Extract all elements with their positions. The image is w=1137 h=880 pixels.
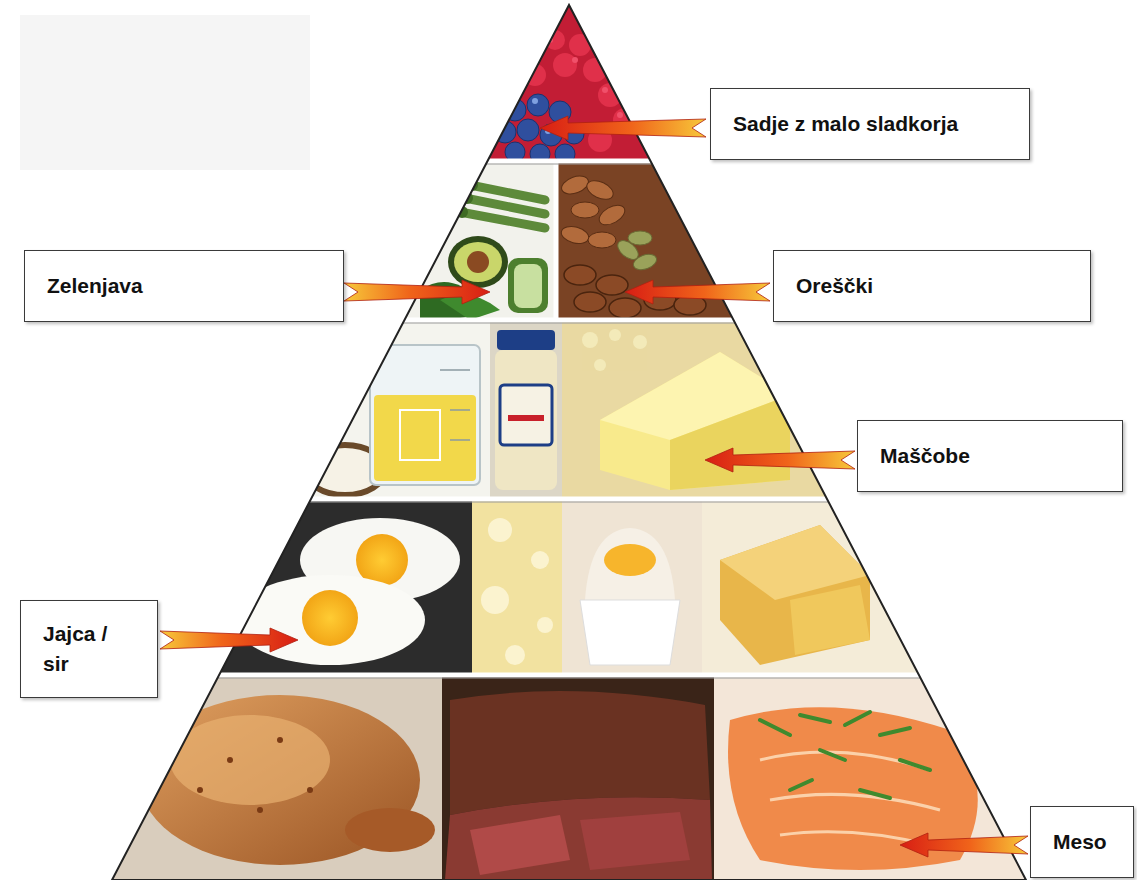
callout-arrow [625,280,770,304]
callout-arrow [540,116,706,140]
callout-label: Jajca / sir [43,619,129,680]
callout-box: Oreščki [773,250,1091,322]
blank-panel [20,15,310,170]
callout-text-group: Zelenjava [47,271,143,301]
callout-label: Maščobe [880,441,970,471]
callout-text-group: Sadje z malo sladkorja [733,109,958,139]
callout-box: Zelenjava [24,250,344,322]
callout-arrow [160,628,298,652]
callout-label: Oreščki [796,271,873,301]
callout-arrow [344,280,490,304]
callout-box: Meso [1030,806,1134,878]
callout-arrow [900,833,1028,857]
pyramid-photos [0,5,1137,880]
callout-text-group: Oreščki [796,271,873,301]
callout-box: Sadje z malo sladkorja [710,88,1030,160]
callout-label: Sadje z malo sladkorja [733,109,958,139]
callout-text-group: Meso [1053,827,1107,857]
callout-text-group: Jajca / sir [43,619,129,680]
callout-box: Maščobe [857,420,1123,492]
callout-text-group: Maščobe [880,441,970,471]
callout-arrow [705,448,855,472]
callout-label: Meso [1053,827,1107,857]
callout-box: Jajca / sir [20,600,158,698]
callout-label: Zelenjava [47,271,143,301]
